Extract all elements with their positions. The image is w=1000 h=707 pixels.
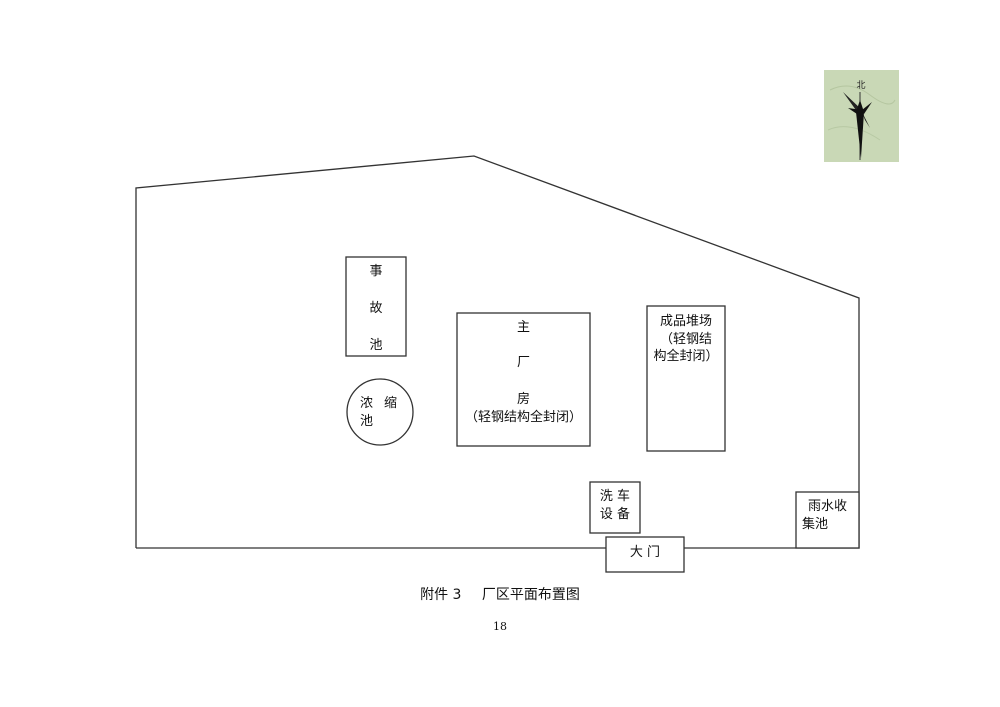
page-number: 18 <box>493 620 507 633</box>
product-yard-note-2: 构全封闭） <box>653 349 719 364</box>
north-label: 北 <box>856 80 865 91</box>
concentration-pool-label-2: 缩 <box>384 396 398 411</box>
product-yard-note-1: （轻钢结 <box>659 332 712 347</box>
figure-caption: 附件 3 厂区平面布置图 <box>0 584 1000 604</box>
concentration-pool <box>346 378 414 446</box>
main-plant-label-2: 厂 <box>516 355 530 370</box>
gate-label: 大 门 <box>629 545 661 560</box>
main-plant <box>456 312 591 447</box>
main-plant-note: （轻钢结构全封闭） <box>464 410 582 425</box>
accident-pool-label-3: 池 <box>369 338 383 353</box>
concentration-pool-label-3: 池 <box>360 414 374 429</box>
caption-attachment: 附件 3 <box>420 587 462 603</box>
product-yard-title: 成品堆场 <box>659 314 712 329</box>
compass-icon <box>824 70 899 162</box>
accident-pool <box>345 256 407 357</box>
main-plant-label-3: 房 <box>516 392 530 407</box>
caption-title: 厂区平面布置图 <box>481 587 580 603</box>
car-wash-label-2: 设 备 <box>599 507 631 522</box>
car-wash <box>589 481 641 534</box>
accident-pool-label-1: 事 <box>369 264 383 279</box>
product-yard <box>646 305 726 452</box>
accident-pool-label-2: 故 <box>369 301 383 316</box>
rain-pool <box>795 491 860 549</box>
car-wash-label-1: 洗 车 <box>599 489 631 504</box>
rain-pool-label-2: 集池 <box>802 517 829 532</box>
gate <box>605 536 685 573</box>
concentration-pool-label-1: 浓 <box>360 396 374 411</box>
rain-pool-label-1: 雨水收 <box>807 499 847 514</box>
main-plant-label-1: 主 <box>516 320 530 335</box>
